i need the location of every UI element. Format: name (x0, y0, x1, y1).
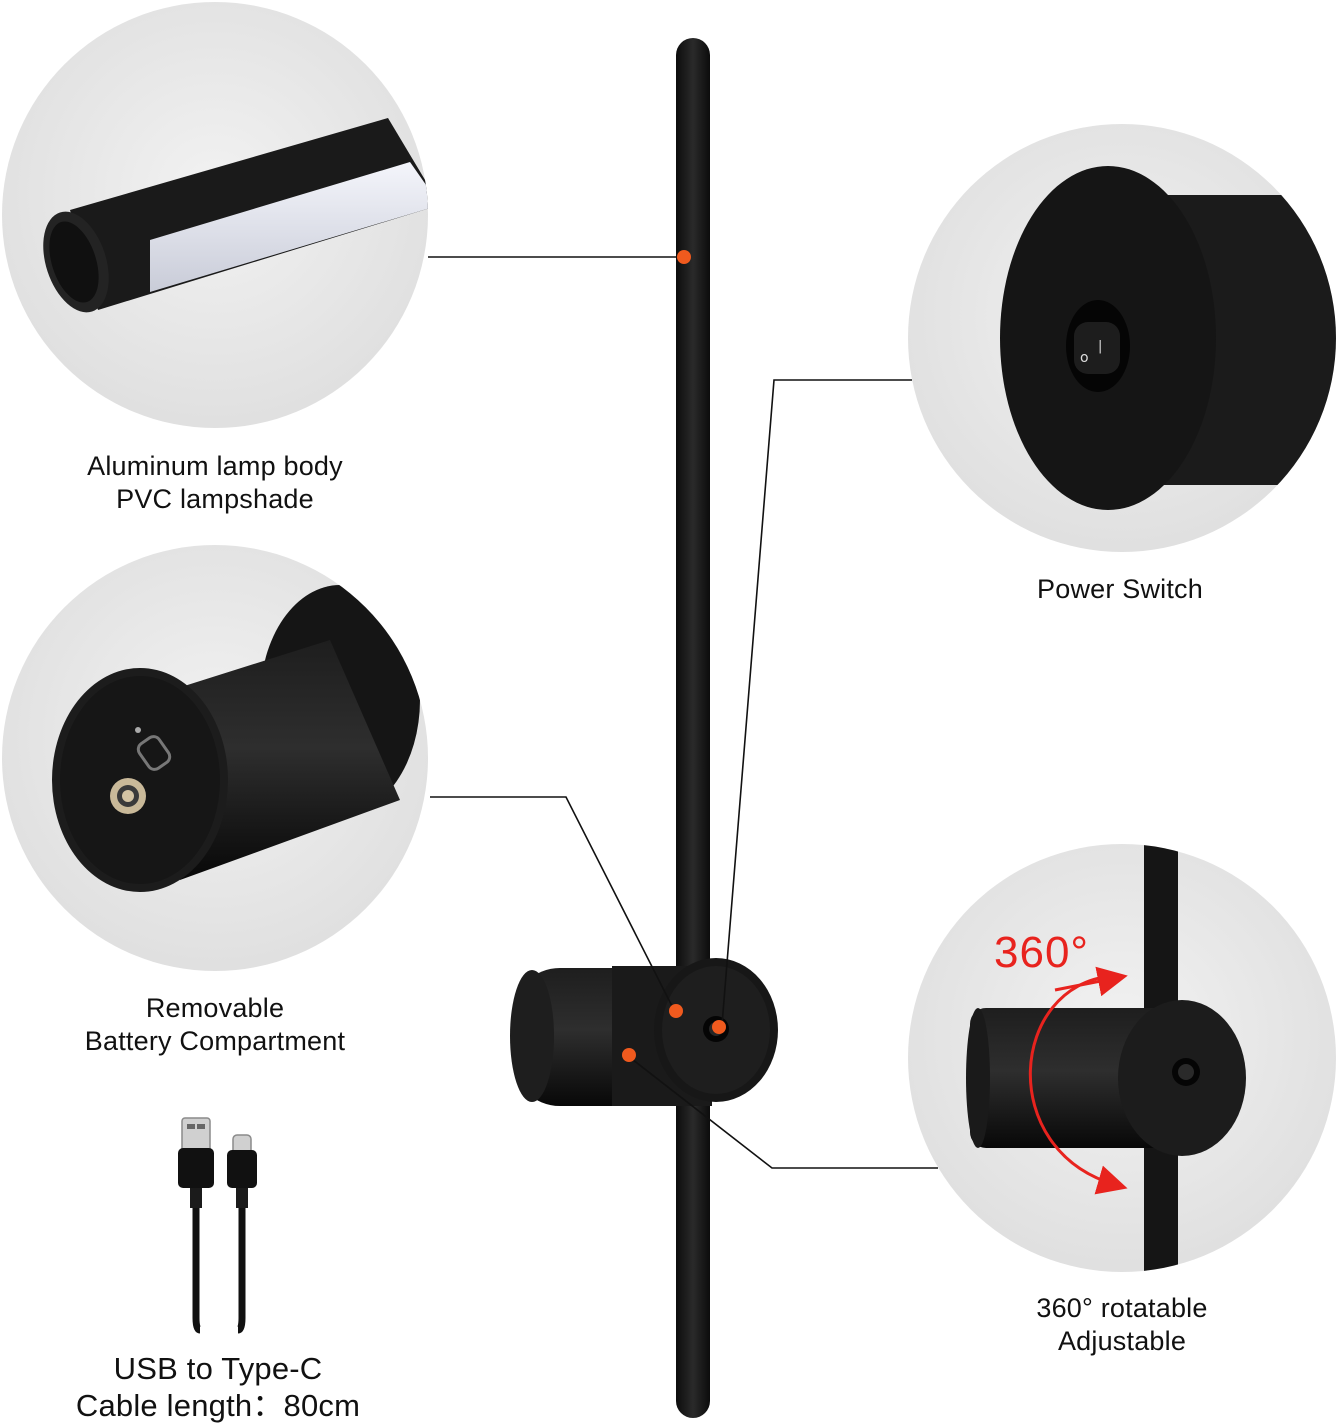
rotation-360-label: 360° (994, 928, 1090, 977)
caption-rotation: 360° rotatable Adjustable (960, 1292, 1284, 1358)
rotation-detail-circle (908, 844, 1336, 1272)
svg-text:|: | (1098, 339, 1102, 354)
caption-rotation-line2: Adjustable (1057, 1326, 1187, 1356)
caption-power-switch-line1: Power Switch (1037, 574, 1203, 604)
callout-lines (428, 256, 938, 1169)
usb-cable-image (178, 1117, 257, 1334)
caption-lamp-body-line1: Aluminum lamp body (87, 451, 343, 481)
wall-lamp-main-image (510, 38, 778, 1418)
lamp-body-detail-circle (2, 2, 428, 428)
caption-power-switch: Power Switch (960, 573, 1280, 606)
svg-text:o: o (1080, 350, 1089, 366)
caption-battery-line2: Battery Compartment (84, 1026, 346, 1056)
caption-battery-compartment: Removable Battery Compartment (45, 992, 385, 1058)
callout-markers (622, 250, 726, 1062)
power-switch-detail-circle: o | (908, 124, 1336, 552)
caption-usb-cable-line2: Cable length：80cm (75, 1388, 361, 1423)
caption-usb-cable-line1: USB to Type-C (113, 1351, 323, 1386)
caption-rotation-line1: 360° rotatable (1036, 1293, 1208, 1323)
caption-usb-cable: USB to Type-C Cable length：80cm (40, 1350, 396, 1424)
caption-lamp-body: Aluminum lamp body PVC lampshade (45, 450, 385, 516)
caption-battery-line1: Removable (145, 993, 285, 1023)
battery-compartment-detail-circle (2, 545, 428, 971)
caption-lamp-body-line2: PVC lampshade (116, 484, 314, 514)
